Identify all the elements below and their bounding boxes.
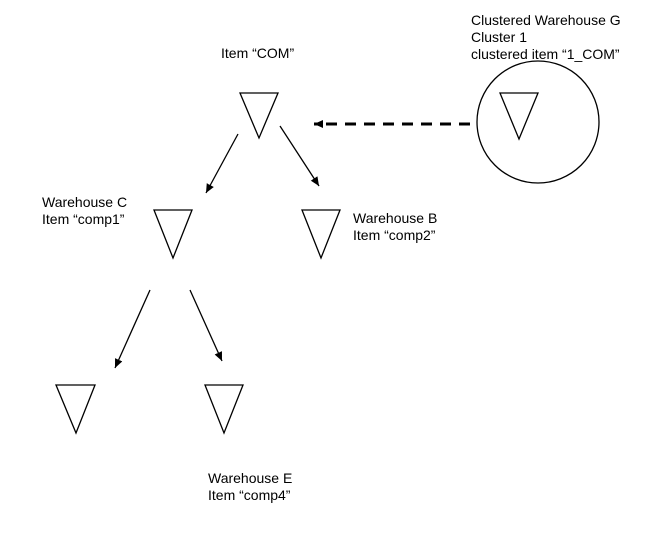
item-com-text: Item “COM” bbox=[221, 45, 295, 61]
cluster-label: Clustered Warehouse G Cluster 1 clustere… bbox=[471, 12, 621, 63]
item-com-label: Item “COM” bbox=[221, 45, 294, 62]
warehouse-b-label: Warehouse B Item “comp2” bbox=[353, 210, 437, 244]
clustered-item-text: clustered item “1_COM” bbox=[471, 46, 620, 62]
warehouse-b-triangle bbox=[301, 209, 341, 260]
arrow-com-to-warehouse-c bbox=[205, 133, 239, 194]
warehouse-c-label: Warehouse C Item “comp1” bbox=[42, 194, 127, 228]
warehouse-e-name: Warehouse E bbox=[208, 470, 293, 486]
arrow-com-to-warehouse-b bbox=[279, 125, 320, 187]
arrow-c-to-left-child bbox=[114, 289, 151, 369]
cluster-number-text: Cluster 1 bbox=[471, 29, 528, 45]
warehouse-e-item: Item “comp4” bbox=[208, 487, 291, 503]
item-com-triangle bbox=[239, 92, 279, 140]
arrow-c-to-warehouse-e bbox=[189, 289, 223, 362]
warehouse-b-item: Item “comp2” bbox=[353, 227, 436, 243]
warehouse-c-item: Item “comp1” bbox=[42, 211, 125, 227]
left-child-triangle bbox=[55, 384, 96, 435]
cluster-warehouse-text: Clustered Warehouse G bbox=[471, 12, 621, 28]
warehouse-c-name: Warehouse C bbox=[42, 194, 128, 210]
cluster-item-triangle bbox=[499, 92, 539, 141]
cluster-circle bbox=[476, 60, 600, 184]
warehouse-e-label: Warehouse E Item “comp4” bbox=[208, 470, 292, 504]
warehouse-c-triangle bbox=[153, 209, 193, 260]
warehouse-b-name: Warehouse B bbox=[353, 210, 438, 226]
warehouse-e-triangle bbox=[204, 384, 244, 435]
